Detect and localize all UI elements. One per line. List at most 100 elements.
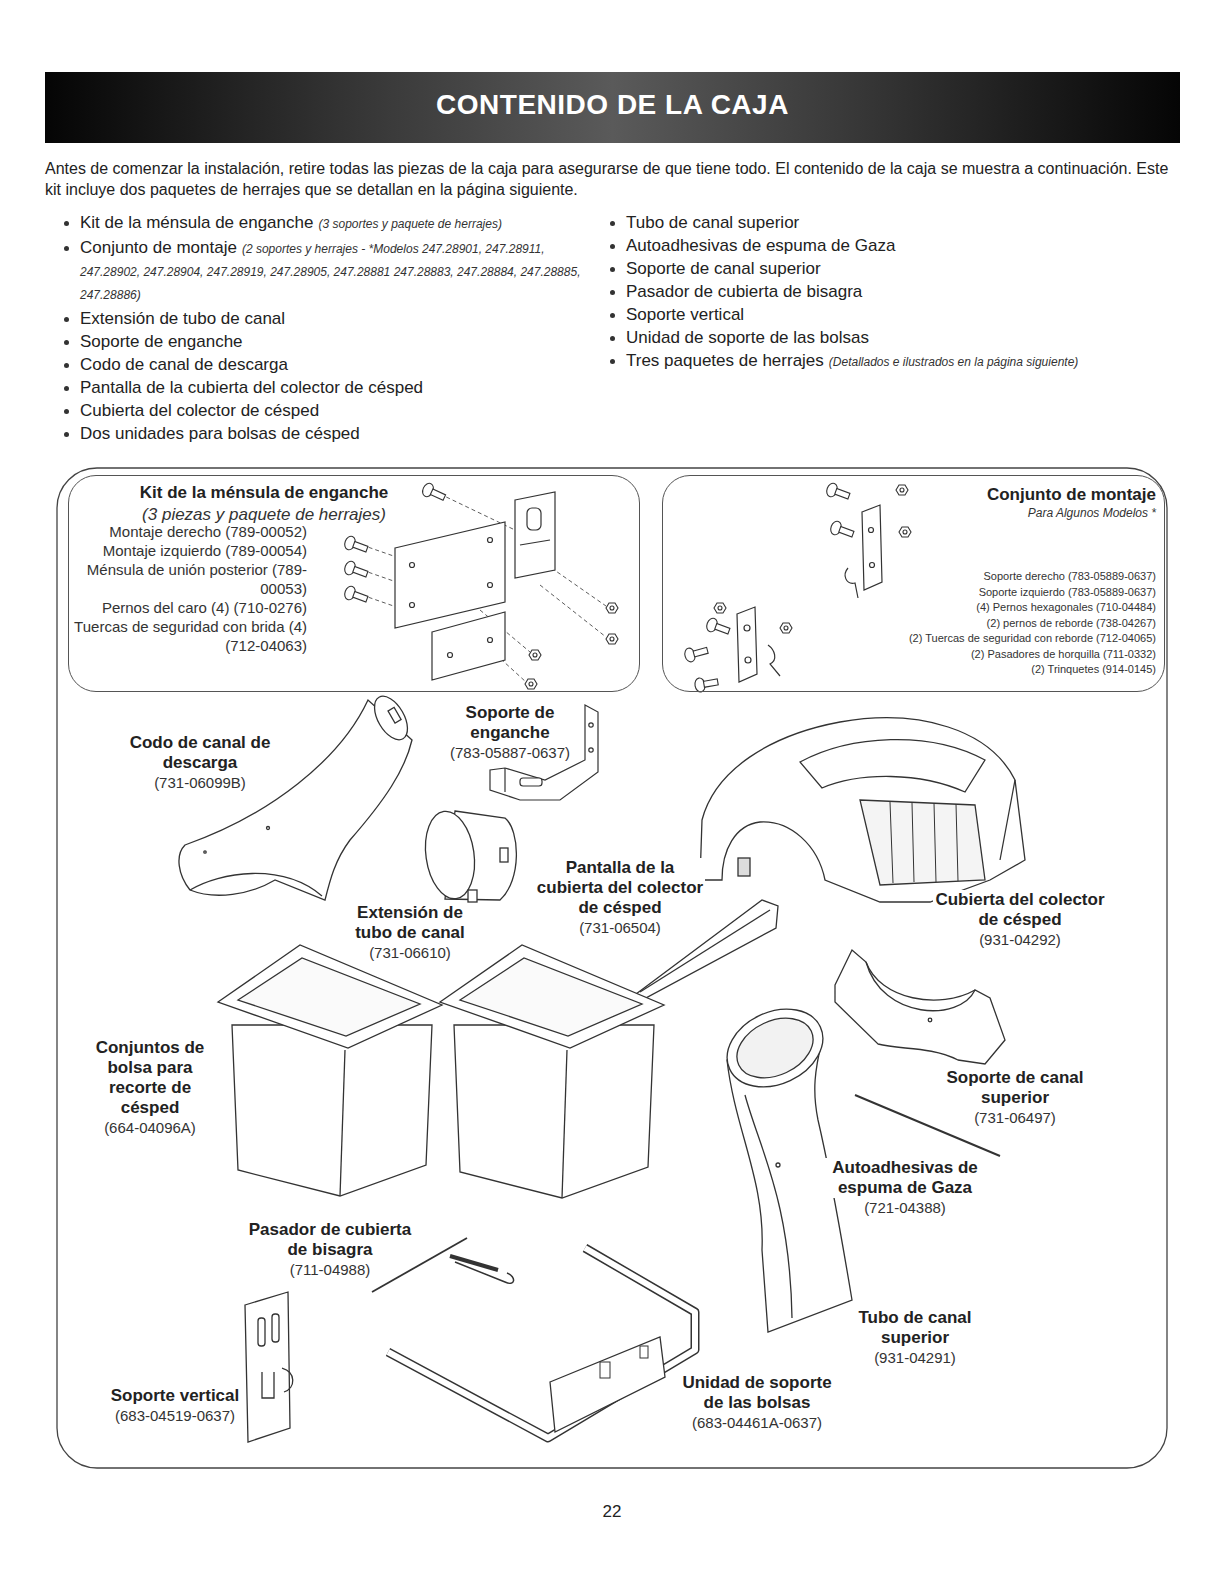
part-label: Conjuntos de bolsa para recorte de céspe…	[88, 1038, 213, 1137]
upper-chute-tube-drawing	[727, 1007, 822, 1090]
bullet-text: Pantalla de la cubierta del colector de …	[80, 378, 423, 397]
hitch-bracket-kit-drawing	[606, 634, 618, 644]
chute-extension-drawing	[468, 890, 477, 902]
vertical-bracket-drawing	[258, 1318, 265, 1346]
bullet-dot	[610, 244, 615, 249]
bag-support-frame-drawing	[550, 1337, 665, 1432]
part-label: Cubierta del colector de césped(931-0429…	[933, 890, 1108, 949]
page-number-block: 22	[582, 1502, 642, 1522]
hitch-bracket-kit-drawing	[448, 653, 453, 658]
upper-chute-bracket-drawing	[928, 1018, 932, 1022]
hitch-bracket-drawing	[589, 723, 593, 727]
bullet-item: Pantalla de la cubierta del colector de …	[62, 377, 587, 398]
hitch-bracket-kit-drawing	[432, 612, 505, 680]
panel-heading: Conjunto de montaje	[903, 484, 1156, 506]
part-label: Pantalla de la cubierta del colector de …	[535, 858, 705, 937]
part-name: Pantalla de la cubierta del colector de …	[535, 858, 705, 918]
part-list-item: (4) Pernos hexagonales (710-04484)	[833, 600, 1156, 616]
bullet-list: Kit de la ménsula de enganche(3 soportes…	[62, 212, 587, 446]
vertical-bracket-drawing	[272, 1314, 279, 1342]
hitch-bracket-drawing	[504, 768, 505, 792]
mounting-assembly-drawing	[714, 603, 726, 613]
discharge-elbow-drawing	[204, 851, 206, 853]
discharge-elbow-drawing	[368, 691, 415, 746]
part-number: (731-06099B)	[154, 773, 246, 792]
page-title: CONTENIDO DE LA CAJA	[45, 89, 1180, 121]
mounting-assembly-drawing	[744, 625, 750, 631]
header-band	[45, 72, 1180, 143]
mounting-assembly-drawing	[862, 505, 882, 590]
part-number: (721-04388)	[864, 1198, 946, 1217]
discharge-elbow-drawing	[388, 707, 401, 723]
collector-cover-drawing	[738, 858, 750, 876]
part-number: (931-04291)	[874, 1348, 956, 1367]
part-name: Extensión de tubo de canal	[345, 903, 475, 943]
collector-cover-drawing	[956, 804, 958, 881]
bullet-item: Autoadhesivas de espuma de Gaza	[608, 235, 1168, 256]
part-name: Pasador de cubierta de bisagra	[240, 1220, 420, 1260]
collector-cover-drawing	[890, 802, 958, 883]
part-number: (931-04292)	[979, 930, 1061, 949]
bullet-item: Tubo de canal superior	[608, 212, 1168, 233]
bullet-text: Soporte de enganche	[80, 332, 243, 351]
bag-support-frame-drawing	[388, 1248, 695, 1438]
bullet-item: Soporte de canal superior	[608, 258, 1168, 279]
grass-bag-drawing	[460, 958, 642, 1036]
panel-subheading: Para Algunos Modelos *	[903, 506, 1156, 521]
mounting-assembly-drawing	[694, 675, 719, 693]
bullet-text: Codo de canal de descarga	[80, 355, 288, 374]
grass-bag-drawing	[340, 1050, 345, 1196]
vertical-bracket-drawing	[262, 1372, 274, 1398]
mounting-assembly-drawing	[768, 645, 780, 676]
part-number: (783-05887-0637)	[450, 743, 570, 762]
upper-chute-bracket-drawing	[866, 962, 975, 1000]
bullet-text: Pasador de cubierta de bisagra	[626, 282, 862, 301]
part-list-item: (2) Trinquetes (914-0145)	[833, 662, 1156, 678]
hitch-bracket-kit-drawing	[362, 494, 606, 682]
grass-bag-drawing	[440, 945, 664, 1048]
mounting-assembly-drawing	[899, 527, 911, 537]
grass-bag-drawing	[218, 945, 442, 1196]
hitch-bracket-kit-drawing	[488, 538, 493, 543]
mounting-assembly-drawing	[705, 617, 731, 638]
part-number: (664-04096A)	[104, 1118, 196, 1137]
part-list-item: (2) Tuercas de seguridad con reborde (71…	[833, 631, 1156, 647]
bullet-item: Dos unidades para bolsas de césped	[62, 423, 587, 444]
bag-support-frame-drawing	[388, 1248, 695, 1438]
hitch-bracket-kit-drawing	[410, 603, 415, 608]
part-label: Extensión de tubo de canal(731-06610)	[345, 903, 475, 962]
hitch-bracket-kit-drawing	[343, 560, 369, 581]
part-label: Unidad de soporte de las bolsas(683-0446…	[672, 1373, 842, 1432]
bullet-item: Soporte vertical	[608, 304, 1168, 325]
bullet-text: Unidad de soporte de las bolsas	[626, 328, 869, 347]
collector-cover-drawing	[860, 800, 985, 885]
part-label: Tubo de canal superior(931-04291)	[850, 1308, 980, 1367]
mounting-assembly-drawing	[825, 482, 851, 503]
part-list-item: Soporte derecho (783-05889-0637)	[833, 569, 1156, 585]
hitch-bracket-kit-drawing	[525, 679, 537, 689]
part-name: Cubierta del colector de césped	[933, 890, 1108, 930]
bullet-item: Soporte de enganche	[62, 331, 587, 352]
hitch-bracket-kit-drawing	[488, 583, 493, 588]
page-number: 22	[603, 1502, 622, 1522]
hitch-bracket-kit-drawing	[520, 540, 550, 545]
part-name: Tubo de canal superior	[850, 1308, 980, 1348]
bullet-dot	[64, 221, 69, 226]
mounting-assembly-drawing	[737, 607, 757, 682]
intro-text: Antes de comenzar la instalación, retire…	[45, 158, 1180, 200]
bullet-dot	[610, 290, 615, 295]
part-list-item: Soporte izquierdo (783-05889-0637)	[833, 585, 1156, 601]
mounting-assembly-drawing	[683, 482, 911, 693]
bullet-text: Extensión de tubo de canal	[80, 309, 285, 328]
outer-frame	[57, 468, 1167, 1468]
part-list-item: (2) Pasadores de horquilla (711-0332)	[833, 647, 1156, 663]
bullet-dot	[610, 336, 615, 341]
discharge-elbow-drawing	[267, 827, 270, 830]
collector-cover-drawing	[800, 740, 985, 792]
grass-bag-drawing	[238, 958, 420, 1036]
bullet-item: Tres paquetes de herrajes(Detallados e i…	[608, 350, 1168, 373]
collector-cover-drawing	[912, 803, 914, 882]
bullet-dot	[64, 432, 69, 437]
